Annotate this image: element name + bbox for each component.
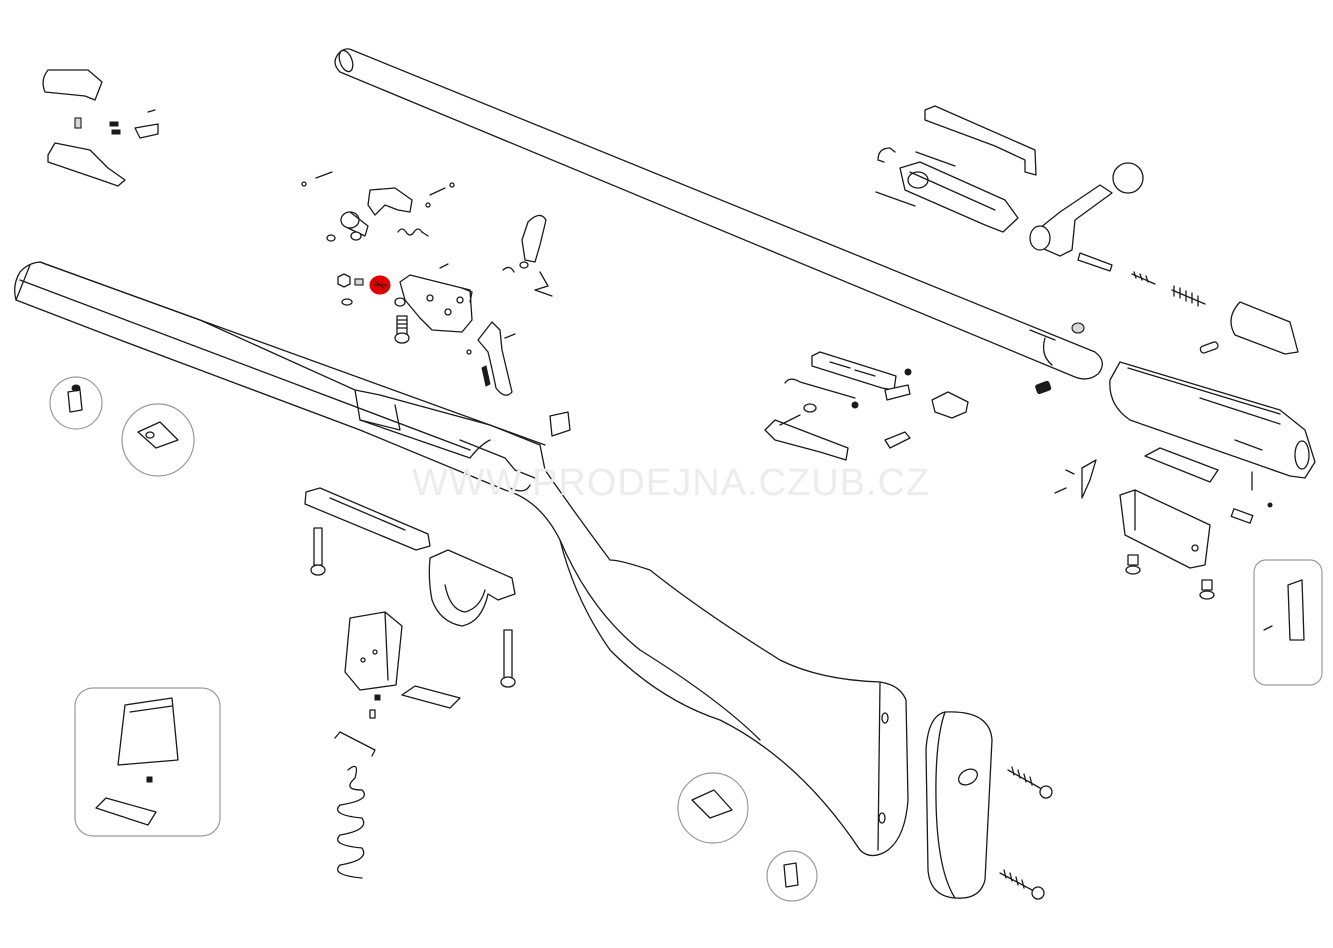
- firing-pin[interactable]: [1077, 252, 1113, 272]
- stock-screw-rear[interactable]: [500, 629, 516, 688]
- trigger[interactable]: [477, 321, 513, 396]
- magazine-floorplate[interactable]: [401, 685, 461, 709]
- scope-base-cap[interactable]: [42, 69, 103, 101]
- scope-mount-screws[interactable]: [74, 109, 159, 139]
- inset-bolt-release[interactable]: [1253, 559, 1323, 686]
- trigger-guard[interactable]: [428, 549, 516, 627]
- trigger-housing[interactable]: [399, 274, 473, 333]
- bolt-guide[interactable]: [924, 105, 1037, 176]
- inset-magazine-variant[interactable]: [74, 687, 221, 837]
- inset-sling-swivel-base-front[interactable]: [121, 403, 195, 477]
- sear-axle[interactable]: [326, 211, 369, 242]
- rear-sight-base[interactable]: [764, 414, 849, 461]
- pin-upper-right[interactable]: [425, 182, 455, 208]
- bottom-metal-plate[interactable]: [304, 487, 431, 551]
- magazine-release-block[interactable]: [549, 411, 571, 437]
- sear[interactable]: [367, 187, 413, 216]
- magazine-well-pin[interactable]: [1230, 471, 1273, 524]
- magazine-well-plate[interactable]: [1144, 447, 1219, 483]
- small-pin[interactable]: [439, 263, 449, 269]
- magazine-follower-spring[interactable]: [334, 731, 376, 879]
- rear-sight-leaf-spring[interactable]: [784, 378, 856, 399]
- stock-screw-front[interactable]: [310, 527, 326, 576]
- butt-pad[interactable]: [925, 711, 993, 899]
- safety-spring-clip[interactable]: [502, 266, 553, 297]
- firing-pin-spring-small[interactable]: [1131, 271, 1156, 285]
- bolt-body[interactable]: [899, 161, 1019, 233]
- cocking-piece-pin[interactable]: [1199, 341, 1219, 354]
- magazine-catch[interactable]: [1054, 459, 1097, 499]
- trigger-spring-highlighted[interactable]: [369, 275, 391, 295]
- rear-sight[interactable]: [811, 351, 897, 391]
- extractor[interactable]: [875, 151, 956, 207]
- bolt-handle[interactable]: [1029, 162, 1144, 257]
- bolt-ring[interactable]: [877, 147, 896, 163]
- barrel[interactable]: [334, 48, 1103, 380]
- receiver[interactable]: [1109, 361, 1316, 479]
- trigger-pin[interactable]: [466, 333, 516, 355]
- receiver-screws[interactable]: [1125, 554, 1215, 600]
- inset-sling-swivel-stud-rear[interactable]: [766, 850, 818, 902]
- barrel-pin[interactable]: [1035, 380, 1052, 395]
- rear-sight-elevator[interactable]: [884, 384, 911, 449]
- front-sight-hood[interactable]: [931, 391, 969, 419]
- butt-pad-screw-lower[interactable]: [999, 869, 1045, 900]
- scope-base[interactable]: [47, 142, 126, 187]
- inset-sling-swivel-stud-front[interactable]: [49, 376, 103, 430]
- magazine-small-parts[interactable]: [369, 694, 381, 719]
- butt-pad-screw-upper[interactable]: [1007, 766, 1053, 799]
- front-sight-screw[interactable]: [1071, 322, 1085, 334]
- pin-upper-left[interactable]: [301, 171, 333, 187]
- cocking-piece[interactable]: [1230, 301, 1299, 355]
- inset-sling-swivel-base-rear[interactable]: [677, 772, 749, 844]
- sear-spring[interactable]: [397, 228, 429, 237]
- trigger-nut[interactable]: [337, 273, 364, 288]
- trigger-washer[interactable]: [341, 297, 406, 307]
- safety-lever[interactable]: [519, 214, 547, 269]
- trigger-bolt[interactable]: [394, 315, 410, 344]
- magazine[interactable]: [344, 611, 403, 691]
- rear-sight-screws[interactable]: [803, 368, 912, 413]
- magazine-well[interactable]: [1119, 489, 1211, 569]
- stock[interactable]: [14, 261, 909, 857]
- firing-pin-spring[interactable]: [1171, 285, 1206, 307]
